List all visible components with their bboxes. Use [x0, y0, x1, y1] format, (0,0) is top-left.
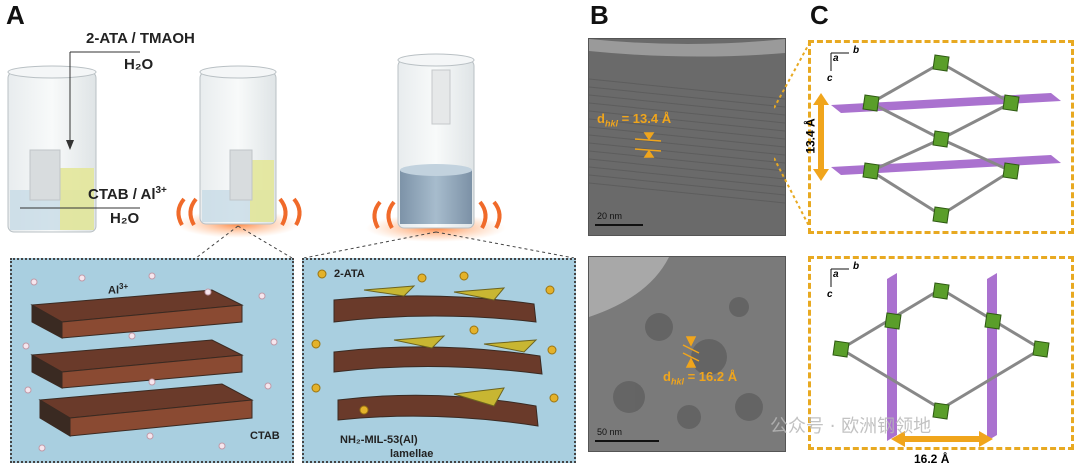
- dhkl-bottom-sub: hkl: [670, 376, 684, 387]
- spacing-bottom-label: 16.2 Å: [914, 452, 950, 466]
- reagent-top-label: 2-ATA / TMAOH: [86, 30, 195, 47]
- panel-label-b: B: [590, 0, 609, 30]
- reagent-mid-text: CTAB / Al: [88, 186, 156, 203]
- product-label-line1: NH₂-MIL-53(Al): [340, 434, 418, 446]
- axis-c-top: c: [827, 73, 833, 84]
- scale-bar-top: 20 nm: [597, 211, 623, 221]
- panel-label-a: A: [6, 0, 25, 30]
- al-ion-text: Al: [108, 284, 119, 297]
- reagent-mid-sup: 3+: [155, 185, 167, 196]
- al-ion-label: Al3+: [108, 282, 128, 297]
- structure-box-top: a b c 13.4 Å: [804, 40, 1074, 234]
- inset-mof-lamellae: 2-ATA NH₂-MIL-53(Al) lamellae: [302, 258, 576, 463]
- solvent-mid-label: H₂O: [110, 210, 140, 227]
- dhkl-bottom-d: d: [663, 369, 671, 384]
- dhkl-top-value: = 13.4 Å: [617, 111, 672, 126]
- dhkl-top-d: d: [597, 111, 605, 126]
- ata-label: 2-ATA: [334, 268, 365, 280]
- axis-a-bottom: a: [833, 269, 839, 280]
- dhkl-top-sub: hkl: [604, 118, 618, 129]
- tem-image-top: dhkl = 13.4 Å 20 nm: [588, 38, 786, 236]
- axis-b-bottom: b: [853, 261, 860, 272]
- axis-c-bottom: c: [827, 289, 833, 300]
- reagent-mid-label: CTAB / Al3+: [88, 185, 167, 203]
- inset-lamellar-micelles: Al3+ CTAB: [10, 258, 294, 463]
- dhkl-bottom-label: dhkl = 16.2 Å: [663, 369, 737, 387]
- product-label-line2: lamellae: [390, 448, 434, 460]
- synthesis-schematic: [7, 51, 575, 259]
- tem-fringes-top: [589, 39, 785, 235]
- al-ion-sup: 3+: [119, 282, 129, 291]
- tem-image-bottom: dhkl = 16.2 Å 50 nm: [588, 256, 786, 452]
- watermark: 公众号 · 欧洲钢领地: [770, 416, 932, 437]
- axis-b-top: b: [853, 45, 860, 56]
- beaker-3: [366, 53, 506, 242]
- panel-label-c: C: [810, 0, 829, 30]
- beaker-1: [7, 65, 97, 233]
- spacing-top-label: 13.4 Å: [803, 118, 818, 154]
- dhkl-bottom-value: = 16.2 Å: [683, 369, 738, 384]
- scale-bar-bottom: 50 nm: [597, 427, 623, 437]
- tem-texture-bottom: [589, 257, 785, 451]
- guide-lines: [774, 41, 811, 229]
- ctab-label: CTAB: [250, 430, 280, 442]
- solvent-top-label: H₂O: [124, 56, 154, 73]
- axis-a-top: a: [833, 53, 839, 64]
- beaker-2: [176, 65, 302, 238]
- structure-box-bottom: a b c: [808, 256, 1074, 450]
- dhkl-top-label: dhkl = 13.4 Å: [597, 111, 671, 129]
- mof-structure-bottom: [830, 268, 1050, 447]
- mof-structure-top: [813, 52, 1061, 224]
- micelle-stack: [22, 272, 278, 452]
- mof-lamellae-sketch: [311, 269, 559, 427]
